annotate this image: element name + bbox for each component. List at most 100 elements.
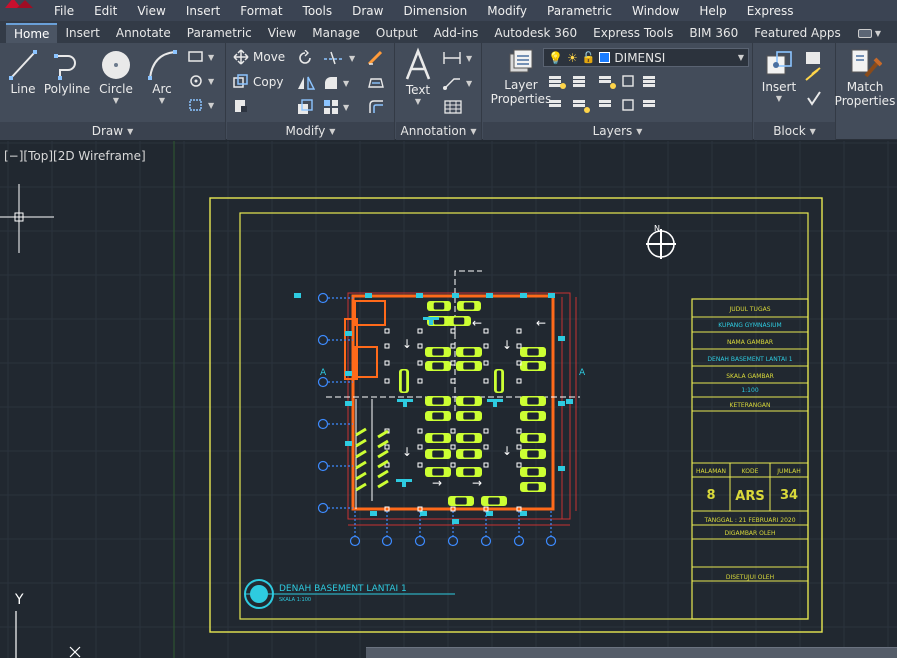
hatch-tool-button[interactable]: ▼	[188, 74, 214, 88]
layer-dropdown[interactable]: 💡 ☀ 🔓 DIMENSI ▼	[543, 48, 749, 67]
lightbulb-icon[interactable]: 💡	[548, 50, 563, 65]
fillet-tool-button[interactable]: ▼	[323, 75, 349, 91]
menu-file[interactable]: File	[54, 3, 75, 18]
arc-tool-button[interactable]: Arc ▼	[142, 48, 182, 105]
ribbon-minimize-control[interactable]: ▼	[857, 23, 881, 43]
move-tool-button[interactable]: Move	[233, 49, 285, 65]
menu-help[interactable]: Help	[699, 3, 727, 18]
block-panel-title[interactable]: Block▼	[754, 122, 835, 140]
polyline-tool-button[interactable]: Polyline	[42, 48, 92, 96]
layout-tabs-bar[interactable]	[366, 647, 897, 658]
tab-output[interactable]: Output	[375, 26, 418, 40]
draw-panel-title[interactable]: Draw▼	[0, 122, 225, 140]
ucs-icon	[15, 611, 81, 658]
unlock-icon[interactable]: 🔓	[581, 51, 596, 64]
viewport-controls[interactable]: [−][Top][2D Wireframe]	[4, 149, 146, 163]
column	[486, 293, 493, 298]
layer-color-swatch	[599, 52, 611, 63]
grid-marker	[450, 506, 456, 512]
menu-dimension[interactable]: Dimension	[403, 3, 468, 18]
ramp-car	[377, 449, 389, 459]
tab-parametric[interactable]: Parametric	[186, 26, 252, 40]
column	[294, 293, 301, 298]
menu-parametric[interactable]: Parametric	[547, 3, 612, 18]
layer-dropdown-chevron-icon[interactable]: ▼	[737, 53, 744, 62]
tb-skala-gambar: SKALA GAMBAR	[726, 373, 774, 380]
arc-dropdown-icon[interactable]: ▼	[158, 96, 166, 105]
line-tool-button[interactable]: Line	[6, 48, 40, 96]
offset-tool-button[interactable]	[367, 99, 385, 115]
explode-tool-button[interactable]	[367, 75, 385, 91]
chevron-down-icon[interactable]: ▼	[874, 28, 881, 38]
dimension-tool-button[interactable]: ▼	[442, 50, 472, 66]
grid-marker	[384, 378, 390, 384]
copy-tool-button[interactable]: Copy	[233, 74, 283, 90]
annotation-panel-title[interactable]: Annotation▼	[396, 122, 481, 140]
panel-toggle-icon[interactable]	[857, 28, 872, 38]
tab-manage[interactable]: Manage	[312, 26, 360, 40]
sun-icon[interactable]: ☀	[566, 50, 578, 65]
tab-express-tools[interactable]: Express Tools	[593, 26, 674, 40]
grid-marker	[384, 444, 390, 450]
column	[452, 293, 459, 298]
layers-panel-title[interactable]: Layers▼	[483, 122, 752, 140]
trim-tool-button[interactable]: ▼	[323, 50, 355, 66]
scale-tool-button[interactable]	[297, 99, 313, 115]
circle-dropdown-icon[interactable]: ▼	[112, 96, 120, 105]
draw-panel: Line Polyline Circle ▼	[0, 43, 226, 140]
menu-express[interactable]: Express	[746, 3, 794, 18]
grid-bubble	[317, 292, 329, 304]
leader-tool-button[interactable]: ▼	[442, 75, 472, 91]
layer-properties-button[interactable]: Layer Properties	[491, 48, 551, 106]
plan-title-symbol	[244, 579, 455, 609]
tb-keterangan: KETERANGAN	[730, 402, 771, 409]
menu-view[interactable]: View	[137, 3, 166, 18]
plan-scale: SKALA 1:100	[279, 597, 311, 603]
menu-edit[interactable]: Edit	[94, 3, 118, 18]
column	[345, 441, 352, 446]
tab-view[interactable]: View	[267, 26, 297, 40]
grid-marker	[384, 328, 390, 334]
grid-marker	[417, 343, 423, 349]
annotation-panel-label: Annotation	[400, 124, 467, 138]
tab-home[interactable]: Home	[6, 23, 58, 43]
array-tool-button[interactable]: ▼	[323, 99, 349, 115]
insert-block-icon	[766, 51, 792, 75]
tab-annotate[interactable]: Annotate	[115, 26, 171, 40]
parking-cars	[399, 301, 546, 506]
insert-block-button[interactable]: Insert ▼	[758, 48, 800, 103]
menu-tools[interactable]: Tools	[302, 3, 333, 18]
match-properties-button[interactable]: Match Properties	[835, 48, 895, 108]
rectangle-tool-button[interactable]: ▼	[188, 50, 214, 64]
drawing-canvas[interactable]: Y X N	[0, 141, 897, 658]
linear-dimension-icon	[443, 52, 461, 64]
app-logo-icon[interactable]	[3, 0, 35, 10]
copy-label: Copy	[253, 75, 284, 89]
tab-bim-360[interactable]: BIM 360	[689, 26, 739, 40]
tab-add-ins[interactable]: Add-ins	[433, 26, 479, 40]
tab-autodesk-360[interactable]: Autodesk 360	[494, 26, 578, 40]
tab-insert[interactable]: Insert	[65, 26, 100, 40]
stretch-tool-button[interactable]	[233, 98, 249, 114]
move-label: Move	[253, 50, 286, 64]
menu-modify[interactable]: Modify	[487, 3, 528, 18]
text-tool-button[interactable]: Text ▼	[402, 47, 434, 106]
tab-featured-apps[interactable]: Featured Apps	[754, 26, 841, 40]
menu-window[interactable]: Window	[632, 3, 680, 18]
ribbon: Line Polyline Circle ▼	[0, 43, 897, 140]
scale-icon	[298, 99, 313, 114]
modify-panel-title[interactable]: Modify▼	[227, 122, 394, 140]
mirror-tool-button[interactable]	[297, 75, 315, 91]
circle-tool-button[interactable]: Circle ▼	[96, 48, 136, 105]
ramp-car-lines	[355, 427, 389, 492]
rotate-tool-button[interactable]	[297, 50, 313, 66]
basement-floor-plan[interactable]: A A ↓↓↓↓ ←←→→	[294, 270, 586, 547]
drawing-area[interactable]: Y X N	[0, 141, 897, 658]
menu-items: File Edit View Insert Format Tools Draw Dimensi…	[44, 0, 804, 21]
region-tool-button[interactable]: ▼	[188, 98, 214, 112]
menu-insert[interactable]: Insert	[185, 3, 221, 18]
menu-format[interactable]: Format	[240, 3, 283, 18]
table-tool-button[interactable]	[444, 99, 462, 115]
menu-draw[interactable]: Draw	[352, 3, 384, 18]
erase-tool-button[interactable]	[367, 50, 385, 66]
